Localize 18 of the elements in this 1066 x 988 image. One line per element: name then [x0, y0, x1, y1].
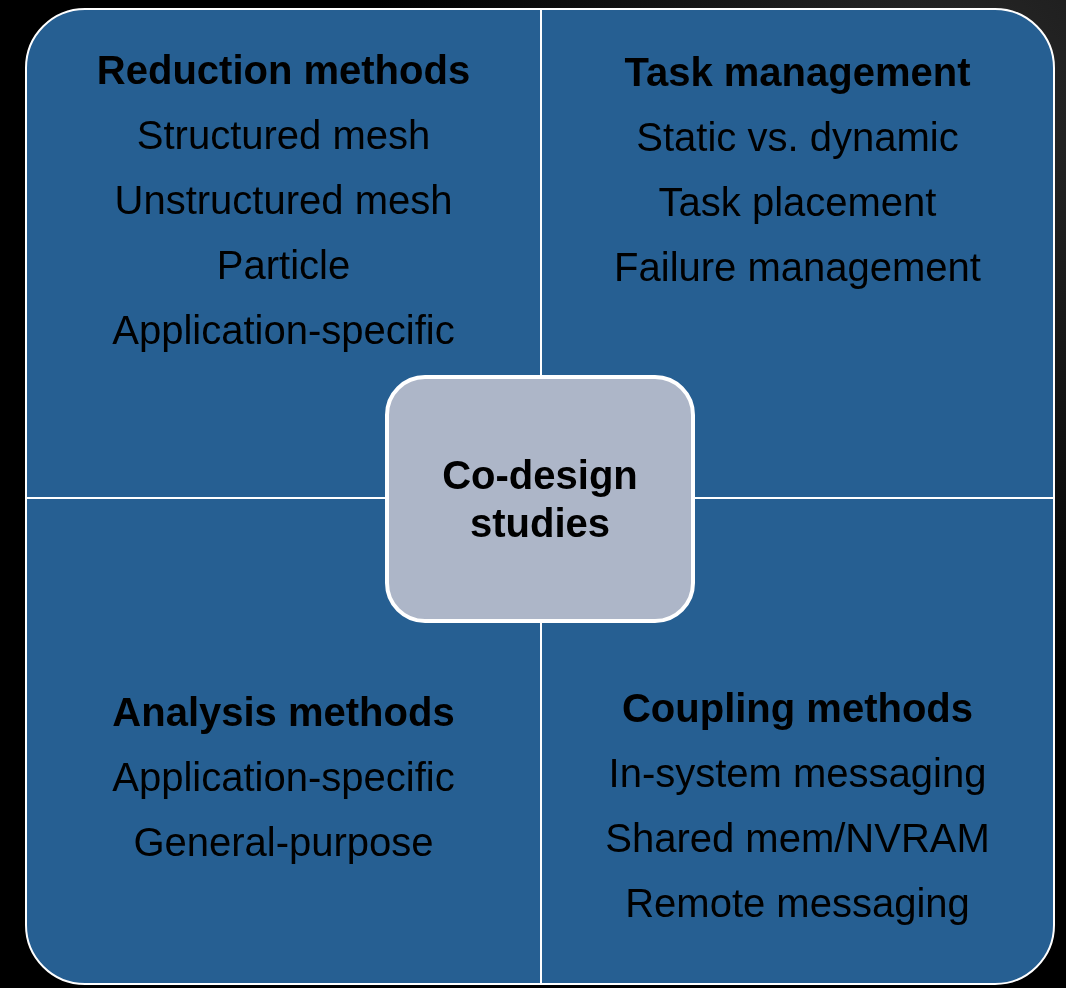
list-item: Unstructured mesh — [114, 177, 453, 224]
list-item: In-system messaging — [608, 750, 987, 797]
list-item: Structured mesh — [136, 112, 431, 159]
list-item: Failure management — [614, 244, 981, 291]
list-item: Task placement — [658, 179, 937, 226]
list-item: Shared mem/NVRAM — [605, 815, 990, 862]
list-item: General-purpose — [133, 819, 434, 866]
section-heading: Task management — [624, 49, 971, 96]
section-heading: Reduction methods — [96, 47, 471, 94]
center-box — [385, 375, 695, 623]
center-label: Co-design studies — [441, 452, 639, 547]
list-item: Particle — [216, 242, 351, 289]
list-item: Remote messaging — [625, 880, 970, 927]
section-heading: Analysis methods — [112, 689, 455, 736]
list-item: Application-specific — [112, 307, 455, 354]
section-heading: Coupling methods — [621, 685, 974, 732]
list-item: Application-specific — [112, 754, 455, 801]
list-item: Static vs. dynamic — [636, 114, 959, 161]
